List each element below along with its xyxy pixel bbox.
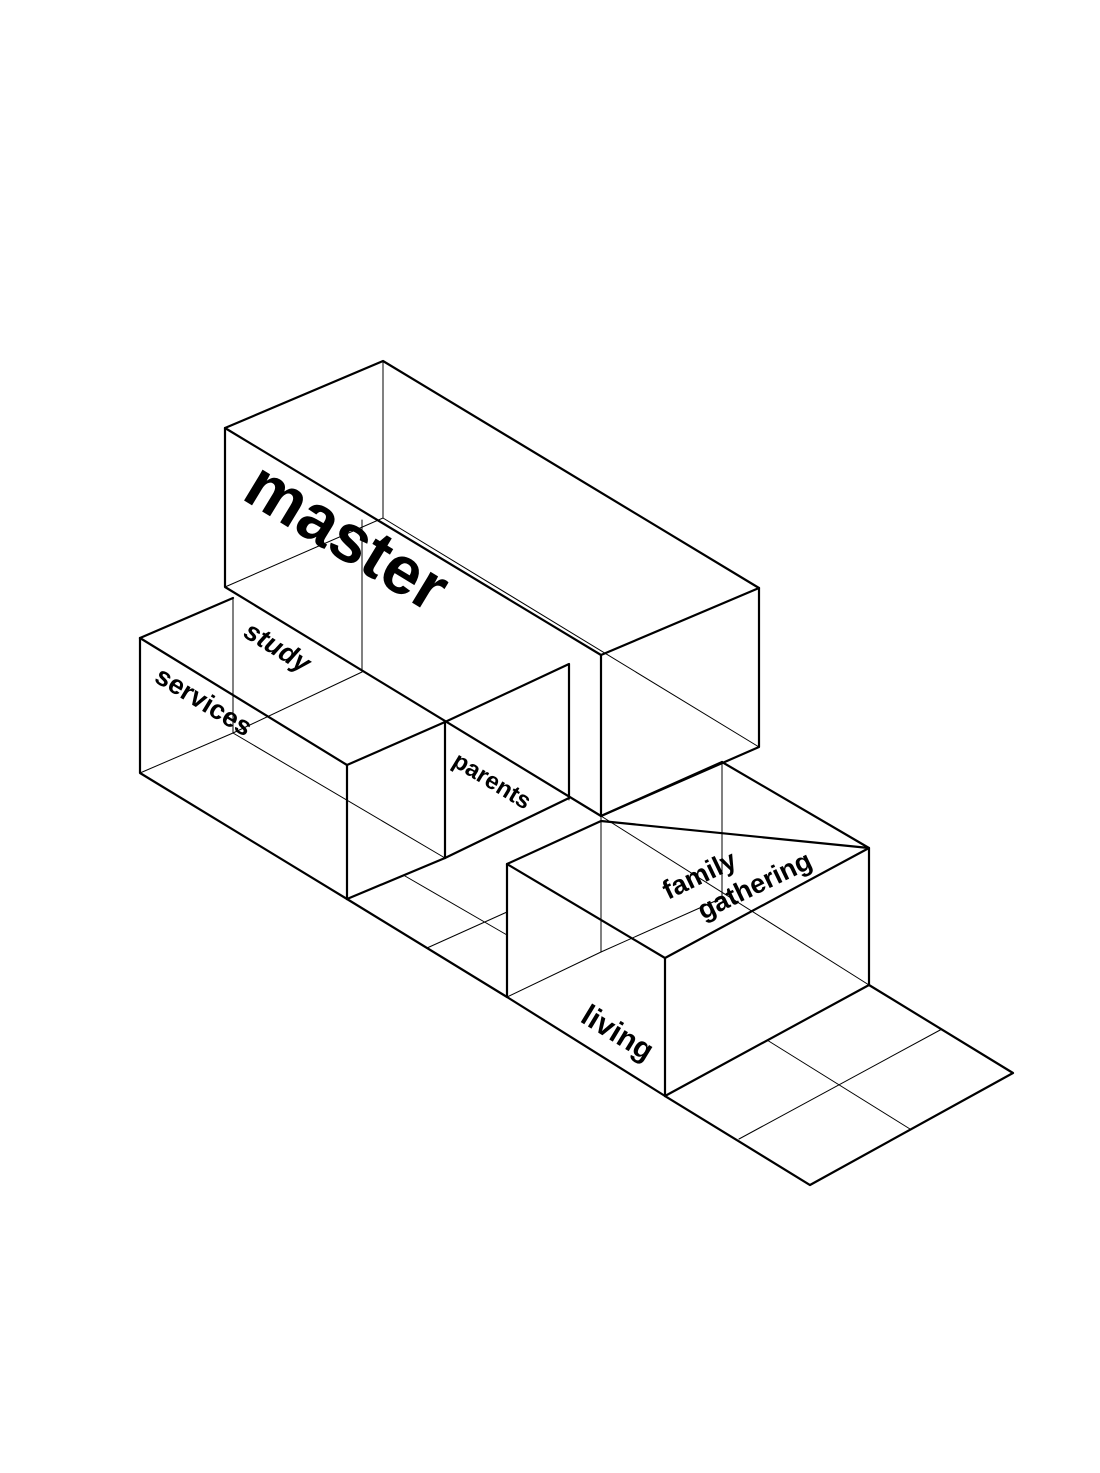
label-living: living bbox=[575, 999, 659, 1068]
services-top-left-edge bbox=[138, 596, 235, 640]
parents-bottom-edge bbox=[443, 796, 571, 860]
parents-volume bbox=[443, 662, 571, 860]
label-parents: parents bbox=[448, 747, 536, 815]
ground-grid-middle bbox=[345, 856, 509, 999]
living-volume bbox=[505, 760, 871, 1098]
master-hidden-back bbox=[382, 517, 760, 748]
patio-grid-2 bbox=[738, 1028, 943, 1140]
study-hidden-diag bbox=[232, 671, 363, 734]
services-hidden-left bbox=[139, 732, 234, 774]
services-volume bbox=[138, 519, 447, 901]
living-top-back-edge bbox=[599, 760, 724, 818]
ground-grid-right bbox=[663, 983, 1015, 1187]
master-volume bbox=[223, 359, 761, 818]
patio-grid-1 bbox=[766, 1039, 911, 1130]
living-hidden-left bbox=[506, 951, 602, 998]
ground-middle-grid-2 bbox=[426, 911, 508, 949]
living-hidden-back bbox=[600, 897, 723, 953]
label-study: study bbox=[239, 615, 318, 679]
living-hidden-diag bbox=[600, 815, 870, 986]
ground-middle-grid-1 bbox=[404, 875, 508, 936]
living-right-edges bbox=[663, 760, 871, 1098]
ground-middle-front bbox=[345, 856, 447, 901]
master-hidden-left bbox=[224, 517, 384, 588]
label-master: master bbox=[232, 446, 462, 627]
services-hidden-back bbox=[232, 732, 446, 859]
